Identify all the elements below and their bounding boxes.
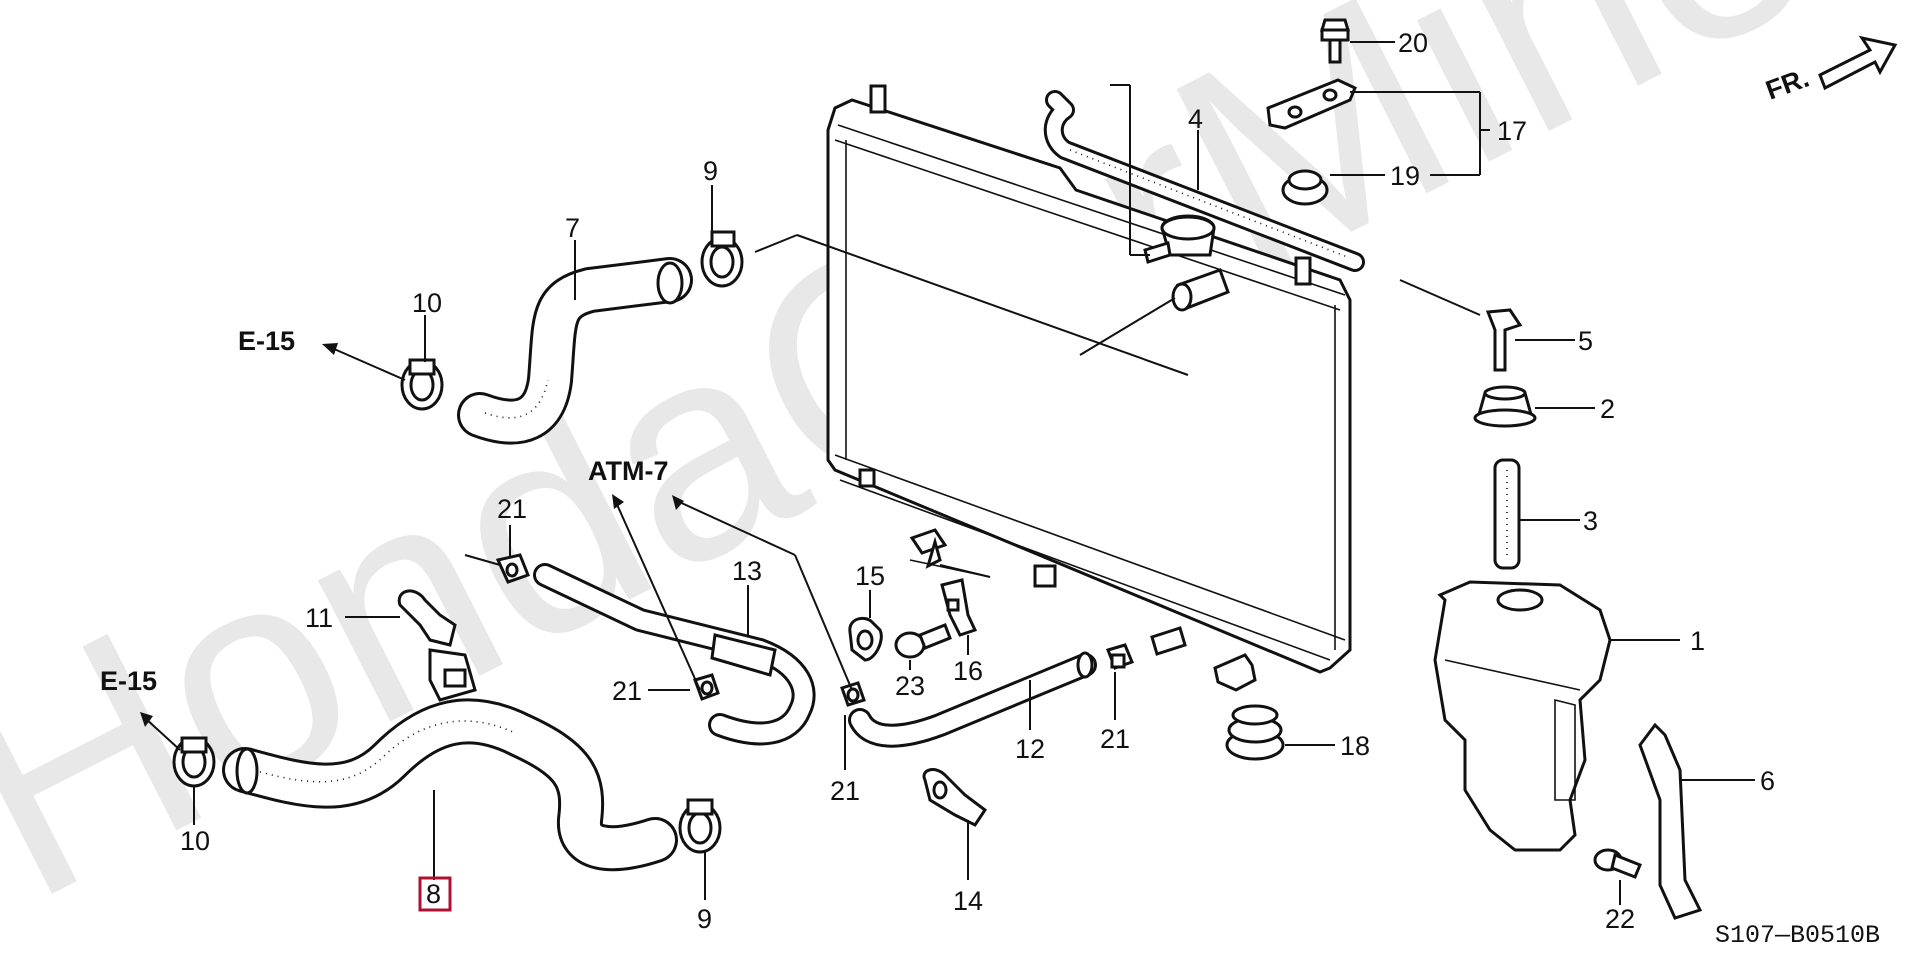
bracket-6[interactable] <box>1638 722 1703 920</box>
callout-21-a: 21 <box>497 494 527 524</box>
callout-21-d: 21 <box>1100 724 1130 754</box>
clamp-9-lower[interactable] <box>678 798 722 854</box>
overflow-tube[interactable] <box>1043 90 1365 272</box>
callout-16: 16 <box>953 656 983 686</box>
ref-atm7[interactable]: ATM-7 <box>588 456 669 486</box>
cushion-18[interactable] <box>1225 704 1285 761</box>
bracket-17[interactable] <box>1266 78 1357 130</box>
radiator[interactable] <box>826 84 1352 692</box>
tube-3[interactable] <box>1493 458 1521 570</box>
leader-lines <box>144 41 1755 905</box>
clip-21-c[interactable] <box>840 681 866 707</box>
callout-1: 1 <box>1690 626 1705 656</box>
callout-2: 2 <box>1600 394 1615 424</box>
diagram-code: S107—B0510B <box>1715 921 1880 950</box>
clip-14[interactable] <box>922 768 988 827</box>
callout-15: 15 <box>855 561 885 591</box>
callout-14: 14 <box>953 886 983 916</box>
callout-22: 22 <box>1605 904 1635 934</box>
bracket-16[interactable] <box>940 578 978 637</box>
callout-7: 7 <box>565 213 580 243</box>
callout-9-lower: 9 <box>697 904 712 934</box>
callout-21-b: 21 <box>612 676 642 706</box>
callout-10-lower: 10 <box>180 826 210 856</box>
callout-20: 20 <box>1398 28 1428 58</box>
joint-5[interactable] <box>1485 308 1523 372</box>
ref-e15-lower[interactable]: E-15 <box>100 666 157 696</box>
atf-hose-12[interactable] <box>848 651 1097 748</box>
callout-3: 3 <box>1583 506 1598 536</box>
callout-12: 12 <box>1015 734 1045 764</box>
callout-19: 19 <box>1390 161 1420 191</box>
callout-8: 8 <box>426 879 441 909</box>
cushion-19[interactable] <box>1281 169 1329 206</box>
atf-hose-13[interactable] <box>533 563 816 746</box>
clip-21-d[interactable] <box>1106 643 1134 670</box>
callout-21-c: 21 <box>830 776 860 806</box>
callout-23: 23 <box>895 671 925 701</box>
callout-4: 4 <box>1188 104 1203 134</box>
callout-17: 17 <box>1497 116 1527 146</box>
lower-radiator-hose[interactable] <box>222 698 678 872</box>
clamp-10-lower[interactable] <box>172 736 216 788</box>
bolt-23[interactable] <box>894 623 952 659</box>
cap-2[interactable] <box>1473 385 1537 428</box>
front-arrow-icon <box>1818 35 1898 91</box>
callout-18: 18 <box>1340 731 1370 761</box>
clip-21-b[interactable] <box>693 673 720 701</box>
ref-e15-upper[interactable]: E-15 <box>238 326 295 356</box>
clip-21-a[interactable] <box>495 553 530 584</box>
hose-clip-11[interactable] <box>397 589 477 702</box>
callout-11: 11 <box>305 603 333 633</box>
clamp-9-upper[interactable] <box>700 230 744 288</box>
callout-5: 5 <box>1578 326 1593 356</box>
reference-arrows <box>140 343 684 727</box>
callout-10-upper: 10 <box>412 288 442 318</box>
highlighted-part-8[interactable]: 8 <box>418 876 452 912</box>
callout-6: 6 <box>1760 766 1775 796</box>
callout-9-upper: 9 <box>703 156 718 186</box>
clamp-10-upper[interactable] <box>400 358 444 411</box>
upper-radiator-hose[interactable] <box>457 257 693 445</box>
callout-13: 13 <box>732 556 762 586</box>
reserve-tank[interactable] <box>1433 580 1612 852</box>
clip-15[interactable] <box>848 616 883 662</box>
bolt-20[interactable] <box>1319 18 1351 64</box>
bolt-22[interactable] <box>1593 848 1642 879</box>
